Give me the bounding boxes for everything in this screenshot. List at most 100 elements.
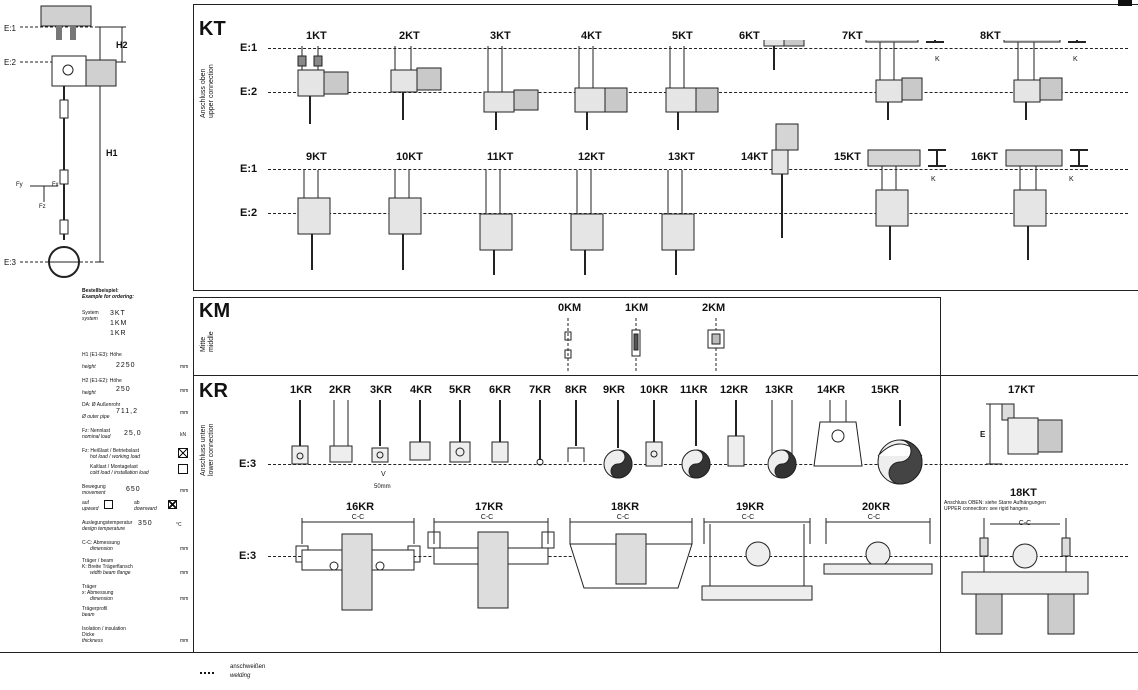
cold-load-checkbox[interactable] (178, 464, 188, 474)
kr-side-label: Anschluss unten lower connection (200, 423, 216, 476)
kr-20kr-cc: C-C (867, 514, 881, 521)
hanger-18kt (961, 518, 1089, 635)
hanger-13kr (767, 400, 797, 479)
top-border (193, 4, 1138, 5)
kr-label-19kr: 19KR (736, 501, 765, 513)
hanger-2kt (390, 46, 442, 120)
thickness-unit: mm (180, 638, 189, 644)
hanger-9kt (297, 170, 331, 270)
km-section-title: KM (199, 300, 231, 322)
kr-row2-hangers (295, 518, 933, 611)
kr-18kr-cc: C-C (616, 514, 630, 521)
legend-fx: Fx (52, 182, 59, 188)
kt-row1-hangers (297, 40, 1086, 130)
kt-side-label-en: upper connection (208, 64, 215, 118)
h1-label-en: height (82, 364, 96, 370)
da-label-en: Ø outer pipe (82, 414, 110, 420)
legend-e1: E:1 (4, 24, 17, 33)
hanger-16kr (295, 518, 421, 611)
kr-label-8kr: 8KR (565, 384, 588, 396)
kr-label-9kr: 9KR (603, 384, 626, 396)
kt-e1-row2-line (268, 169, 1128, 170)
hanger-18kr (569, 518, 693, 589)
kr-label-4kr: 4KR (410, 384, 433, 396)
fz-label-de: Fz: Nennlast (82, 428, 111, 434)
beam-k-label-en: width beam flange (90, 570, 131, 576)
kt-7kt-k-label: K (935, 56, 940, 63)
hanger-15kr (877, 400, 923, 485)
kt-e1-row1-label: E:1 (240, 42, 258, 54)
hanger-1kr (291, 400, 309, 465)
welding-label-en: welding (230, 673, 251, 679)
hanger-8kr (567, 400, 585, 462)
hanger-5kr (449, 400, 471, 463)
hanger-20kr (823, 518, 933, 575)
kr-row1-hangers (291, 400, 923, 485)
upward-label-de: auf (82, 500, 89, 506)
temp-unit: °C (176, 522, 182, 528)
downward-label-de: ab (134, 500, 140, 506)
traeger-label: Träger (82, 584, 97, 590)
legend-e3: E:3 (4, 258, 17, 267)
hanger-7kt (865, 40, 944, 120)
system-label-de: System (82, 310, 99, 316)
kr-e3-row2-label: E:3 (239, 550, 257, 562)
hanger-9kr (603, 400, 633, 479)
page-corner-mark (1118, 0, 1132, 6)
legend-h1: H1 (106, 148, 118, 158)
kt-row2-hangers (297, 123, 1088, 275)
temp-label-en: design temperature (82, 526, 126, 532)
hanger-3kr (371, 400, 389, 463)
hanger-11kr (681, 400, 711, 479)
cc-label-en: dimension (90, 546, 113, 552)
hanger-10kt (388, 170, 422, 270)
cc-label-de: C-C: Abmessung (82, 540, 120, 546)
km-side-label: Mitte middle (200, 331, 216, 352)
fz-label-en: nominal load (82, 434, 111, 440)
kt-section-title: KT (199, 18, 226, 40)
hanger-1kt (297, 46, 349, 124)
welding-symbol (200, 672, 216, 674)
kr-18kt-note-1: Anschluss OBEN: siehe Starre Aufhängunge… (944, 500, 1046, 506)
traeger-x-label-de: x: Abmessung (82, 590, 114, 596)
upward-checkbox[interactable] (104, 500, 113, 509)
downward-checkbox[interactable] (168, 500, 177, 509)
legend-fz: Fz (39, 204, 46, 210)
kr-label-3kr: 3KR (370, 384, 393, 396)
kr-label-1kr: 1KR (290, 384, 313, 396)
kt-side-label: Anschluss oben upper connection (200, 64, 216, 118)
km-drawings (564, 318, 725, 372)
hanger-3kt (483, 46, 539, 130)
kr-label-11kr: 11KR (680, 384, 708, 396)
h2-label-de: H2 (E1-E2): Höhe (82, 378, 122, 384)
kt-label-2kt: 2KT (399, 30, 420, 42)
h2-value: 250 (116, 386, 131, 393)
kr-section-title: KR (199, 380, 228, 402)
movement-label-de: Bewegung (82, 484, 106, 490)
kt-label-13kt: 13KT (668, 151, 695, 163)
kr-e3-row2-line (268, 556, 1128, 557)
insulation-label: Isolation / insulation (82, 626, 126, 632)
profile-label-en: beam (82, 612, 95, 618)
hanger-14kr (813, 400, 863, 467)
movement-label-en: movement (82, 490, 106, 496)
h2-label-en: height (82, 390, 96, 396)
kr-side-label-de: Anschluss unten (200, 424, 207, 476)
beam-k-label-de: K: Breite Trägerflansch (82, 564, 133, 570)
hanger-14kt (771, 123, 799, 238)
kr-label-15kr: 15KR (871, 384, 900, 396)
cold-load-label-de: Kaltlast / Montagelast (90, 464, 138, 470)
fz-value: 25,0 (124, 430, 142, 437)
kt-panel-bottom-border (193, 290, 1138, 291)
kt-8kt-k-label: K (1073, 56, 1078, 63)
km-panel (193, 297, 941, 376)
hot-load-checkbox[interactable] (178, 448, 188, 458)
movement-unit: mm (180, 488, 189, 494)
kt-label-11kt: 11KT (487, 151, 514, 163)
kr-17kt-label: 17KT (1008, 384, 1035, 396)
kr-label-2kr: 2KR (329, 384, 352, 396)
kr-v-label: V (381, 471, 386, 478)
kt-label-5kt: 5KT (672, 30, 693, 42)
km-side-label-en: middle (208, 331, 215, 352)
beam-k-unit: mm (180, 570, 189, 576)
